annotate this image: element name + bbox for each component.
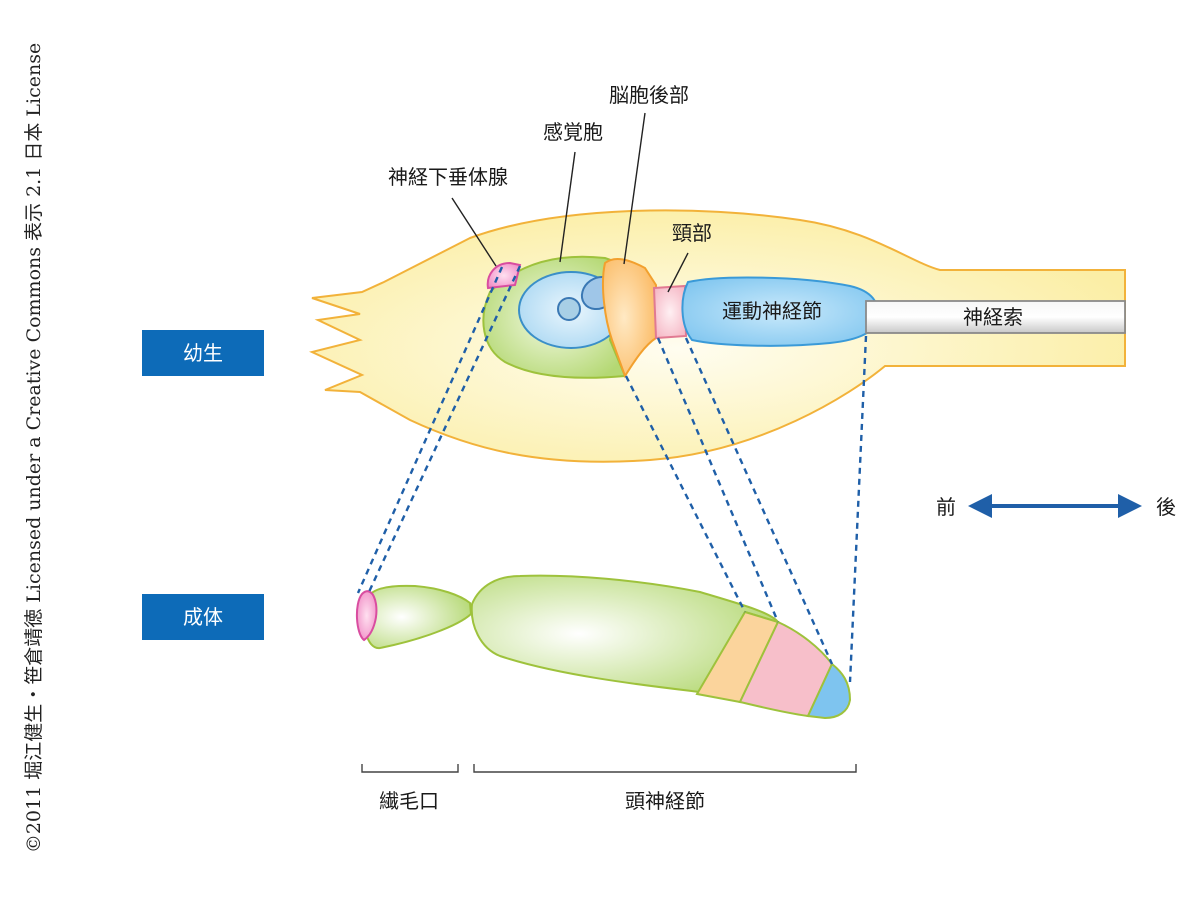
map-line-6 bbox=[848, 335, 868, 683]
adult-tag-text: 成体 bbox=[183, 605, 223, 629]
map-line-2 bbox=[366, 265, 522, 595]
double-arrow-icon bbox=[968, 494, 1142, 518]
nerve-cord-label: 神経索 bbox=[963, 305, 1023, 329]
adult-cerebral-ganglion bbox=[470, 574, 781, 694]
ciliated-funnel-bracket bbox=[361, 764, 459, 773]
map-line-3 bbox=[624, 375, 747, 613]
cerebral-ganglion-label: 頭神経節 bbox=[625, 789, 705, 813]
map-line-4 bbox=[656, 337, 780, 623]
posterior-label: 後 bbox=[1156, 495, 1176, 519]
anterior-label: 前 bbox=[936, 495, 956, 519]
ocellus bbox=[557, 297, 581, 321]
larva-tag-text: 幼生 bbox=[183, 341, 223, 365]
copyright-text: ©2011 堀江健生・笹倉靖徳 Licensed under a Creativ… bbox=[23, 43, 45, 853]
neural-gland-label: 神経下垂体腺 bbox=[388, 165, 508, 189]
adult-motor-band bbox=[806, 662, 852, 720]
larva-neck bbox=[652, 284, 688, 340]
larva-motor-ganglion bbox=[681, 276, 880, 347]
larva-posterior-brain bbox=[602, 257, 657, 379]
sensory-vesicle-label: 感覚胞 bbox=[543, 120, 603, 144]
adult-tag: 成体 bbox=[142, 594, 264, 640]
larva-nerve-cord bbox=[865, 300, 1126, 334]
adult-ciliated-funnel bbox=[363, 584, 473, 650]
ciliated-funnel-label: 繊毛口 bbox=[379, 789, 439, 813]
posterior-brain-leader bbox=[623, 112, 646, 265]
map-line-1 bbox=[356, 266, 504, 594]
neck-label: 頸部 bbox=[672, 221, 712, 245]
sensory-vesicle-leader bbox=[559, 151, 576, 263]
larva-tag: 幼生 bbox=[142, 330, 264, 376]
adult-neural-gland bbox=[356, 590, 378, 642]
motor-ganglion-label: 運動神経節 bbox=[722, 299, 822, 323]
neck-leader bbox=[667, 252, 689, 293]
neural-gland-leader bbox=[451, 197, 497, 267]
posterior-brain-label: 脳胞後部 bbox=[609, 83, 689, 107]
cerebral-ganglion-bracket bbox=[473, 764, 857, 773]
map-line-5 bbox=[684, 337, 834, 665]
